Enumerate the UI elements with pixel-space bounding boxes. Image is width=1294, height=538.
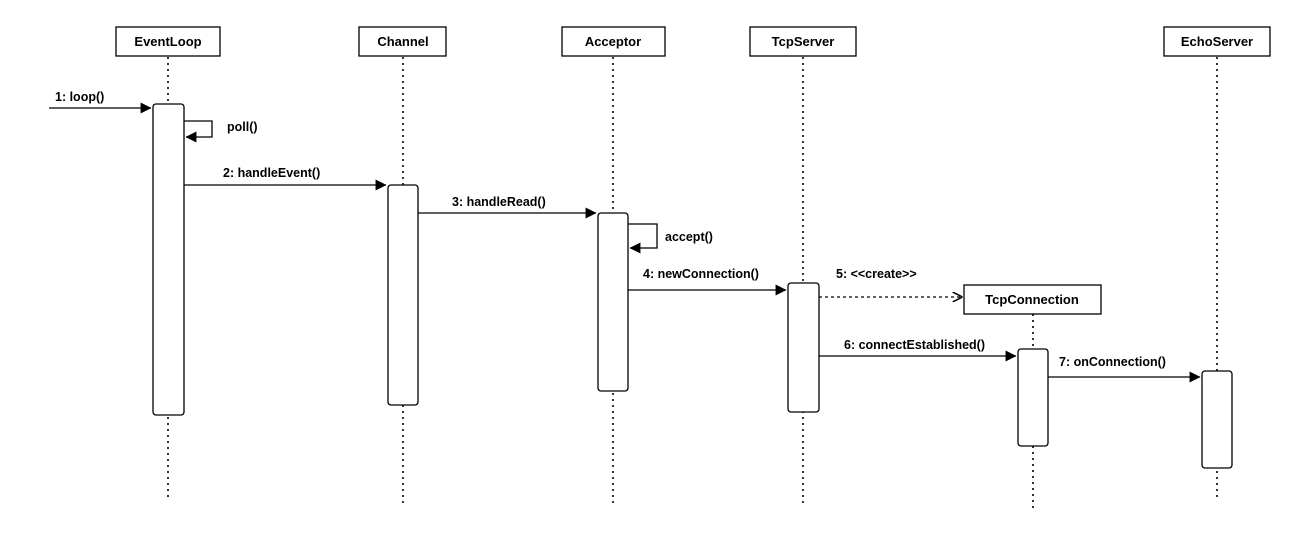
activation-channel: [387, 184, 419, 406]
message-label-connectestablished: 6: connectEstablished(): [844, 338, 985, 352]
participant-acceptor[interactable]: Acceptor: [561, 26, 666, 57]
message-label-newconnection: 4: newConnection(): [643, 267, 759, 281]
participant-label: Channel: [377, 34, 428, 49]
activation-echoserver: [1201, 370, 1233, 469]
message-label-handleread: 3: handleRead(): [452, 195, 546, 209]
message-label-handleevent: 2: handleEvent(): [223, 166, 320, 180]
activation-acceptor: [597, 212, 629, 392]
participant-tcpserver[interactable]: TcpServer: [749, 26, 857, 57]
participant-eventloop[interactable]: EventLoop: [115, 26, 221, 57]
participant-label: EventLoop: [134, 34, 201, 49]
participant-echoserver[interactable]: EchoServer: [1163, 26, 1271, 57]
participant-tcpconnection[interactable]: TcpConnection: [963, 284, 1102, 315]
participant-channel[interactable]: Channel: [358, 26, 447, 57]
message-arrow-accept: [628, 223, 658, 254]
message-arrow-poll: [184, 120, 213, 143]
participant-label: TcpConnection: [985, 292, 1079, 307]
activation-tcpserver: [787, 282, 820, 413]
participant-label: Acceptor: [585, 34, 641, 49]
message-label-poll: poll(): [227, 120, 258, 134]
message-label-loop: 1: loop(): [55, 90, 104, 104]
message-label-onconnection: 7: onConnection(): [1059, 355, 1166, 369]
activation-eventloop: [152, 103, 185, 416]
activation-tcpconnection: [1017, 348, 1049, 447]
message-label-accept: accept(): [665, 230, 713, 244]
participant-label: EchoServer: [1181, 34, 1253, 49]
message-label-create: 5: <<create>>: [836, 267, 917, 281]
participant-label: TcpServer: [772, 34, 835, 49]
